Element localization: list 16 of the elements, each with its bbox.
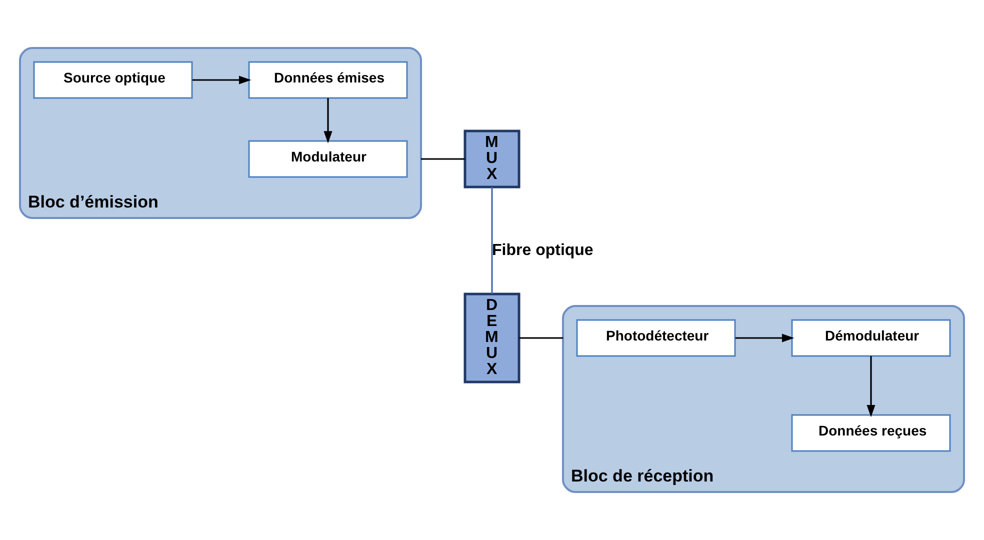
arrow [866, 356, 876, 418]
node-box: Photodétecteur [576, 319, 736, 357]
node-box: Données reçues [791, 414, 951, 452]
node-box: Démodulateur [791, 319, 951, 357]
arrow [735, 334, 794, 342]
arrow [192, 76, 252, 84]
node-box: Modulateur [248, 140, 408, 178]
edge-label: Fibre optique [492, 242, 594, 259]
connector [491, 187, 493, 294]
connector [421, 158, 465, 160]
node-box: D E M U X [464, 292, 520, 384]
connector [519, 337, 563, 339]
node-box: M U X [464, 130, 520, 188]
node-box: Données émises [248, 61, 408, 99]
node-box: Source optique [33, 61, 193, 99]
arrow [324, 98, 332, 144]
